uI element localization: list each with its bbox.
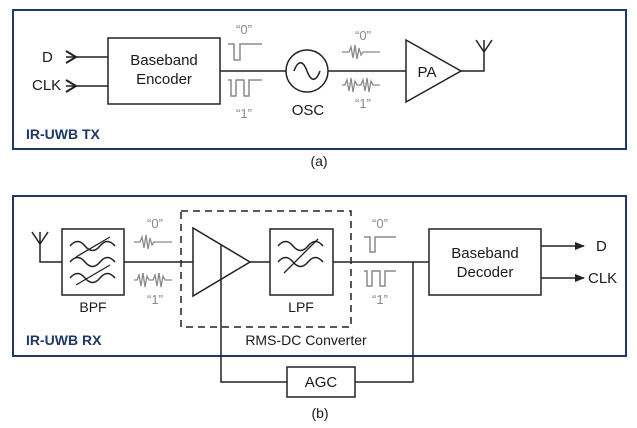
osc-label: OSC — [292, 102, 325, 119]
baseband-decoder-block — [428, 228, 542, 296]
tx-input-clk-label: CLK — [32, 77, 61, 94]
bandpass-filter-block — [61, 228, 125, 296]
tx-baseband-zero-waveform — [228, 43, 262, 61]
bpf-wave-icon — [69, 240, 116, 284]
rx-antenna-icon — [31, 231, 62, 263]
caption-a: (a) — [310, 153, 327, 169]
lpf-label: LPF — [288, 299, 314, 315]
rx-pulse-one-waveform — [134, 272, 172, 288]
agc-feedback-wire — [220, 245, 414, 383]
rx-symbol-one-label-b: “1” — [372, 292, 388, 307]
tx-panel — [12, 9, 627, 150]
rx-symbol-one-label-a: “1” — [147, 292, 163, 307]
rx-symbol-zero-label-a: “0” — [147, 216, 163, 231]
encoder-label-line1: Baseband — [130, 52, 198, 69]
rms-dc-converter-label: RMS-DC Converter — [245, 332, 367, 348]
caption-b: (b) — [311, 405, 328, 421]
oscillator-sine-icon — [293, 62, 321, 80]
lowpass-filter-block — [269, 228, 334, 296]
baseband-encoder-block — [107, 37, 221, 105]
encoder-label-line2: Encoder — [136, 71, 192, 88]
power-amplifier-triangle — [405, 38, 463, 104]
lpf-slash — [283, 238, 319, 274]
rx-panel — [12, 195, 627, 357]
decoder-label-line1: Baseband — [451, 245, 519, 262]
bpf-slash-bottom — [75, 264, 111, 286]
pa-label: PA — [418, 64, 437, 81]
tx-symbol-zero-label-a: “0” — [236, 22, 252, 37]
tx-panel-label: IR-UWB TX — [26, 126, 101, 142]
rx-symbol-zero-label-b: “0” — [372, 216, 388, 231]
tx-input-d-label: D — [42, 49, 53, 66]
tx-symbol-zero-label-b: “0” — [355, 28, 371, 43]
rx-output-d-label: D — [596, 238, 607, 255]
rx-output-clk-label: CLK — [588, 270, 617, 287]
tx-baseband-one-waveform — [228, 79, 262, 97]
rx-panel-label: IR-UWB RX — [26, 332, 102, 348]
rms-dc-converter-group — [180, 210, 352, 328]
tx-antenna-icon — [461, 39, 493, 72]
bpf-label: BPF — [79, 299, 106, 315]
tx-pulse-one-waveform — [342, 77, 380, 93]
rx-pulse-zero-waveform — [134, 234, 172, 250]
tx-d-arrowhead — [65, 50, 78, 64]
bpf-slash-top — [75, 236, 111, 258]
tx-symbol-one-label-a: “1” — [236, 106, 252, 121]
tx-pulse-zero-waveform — [342, 44, 380, 60]
agc-label: AGC — [305, 374, 338, 391]
decoder-label-line2: Decoder — [457, 264, 514, 281]
rx-baseband-one-waveform — [364, 270, 396, 287]
tx-clk-arrowhead — [65, 79, 78, 93]
tx-symbol-one-label-b: “1” — [355, 96, 371, 111]
rx-baseband-zero-waveform — [364, 236, 396, 253]
agc-block — [286, 366, 356, 398]
